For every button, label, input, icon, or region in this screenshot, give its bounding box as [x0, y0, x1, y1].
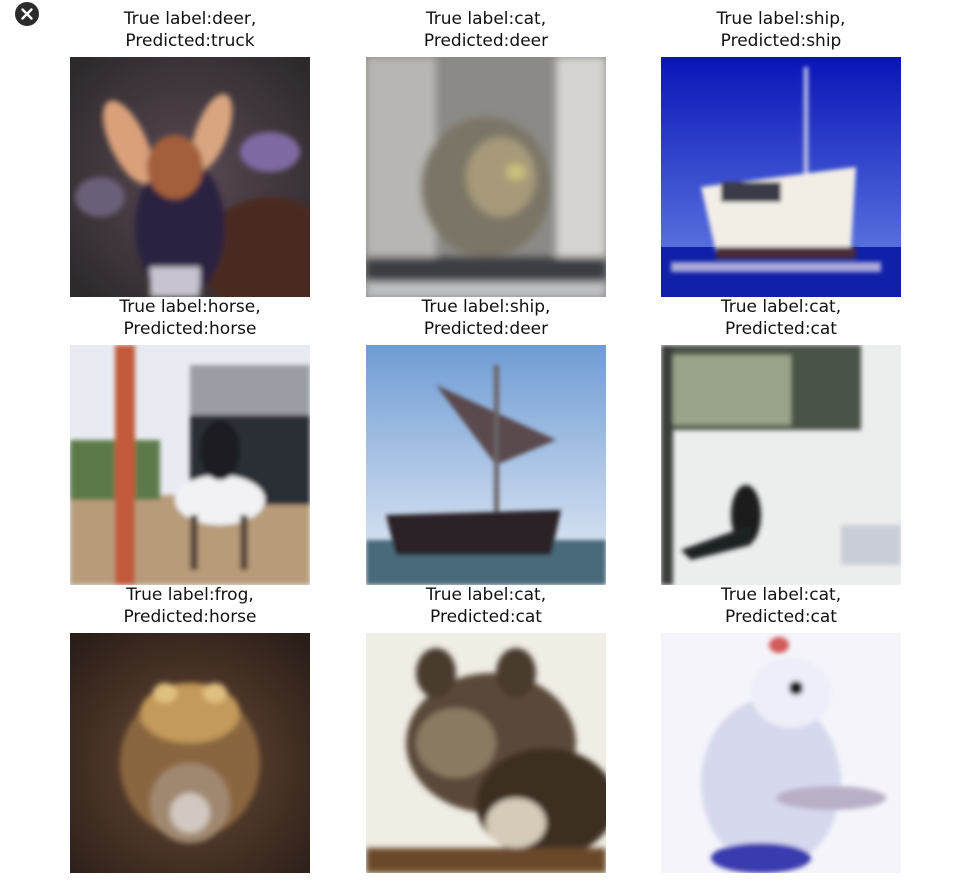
thumbnail-image — [661, 345, 901, 585]
true-label-text: True label:frog, — [126, 585, 254, 605]
image-caption: True label:cat, Predicted:cat — [621, 584, 941, 628]
true-label-text: True label:ship, — [421, 297, 551, 317]
close-circle-icon — [21, 8, 33, 20]
thumbnail-image — [70, 633, 310, 873]
predicted-label-text: Predicted:cat — [430, 607, 542, 627]
image-caption: True label:deer, Predicted:truck — [30, 8, 350, 52]
thumbnail-image — [70, 57, 310, 297]
thumbnail-image — [366, 633, 606, 873]
close-button[interactable] — [15, 2, 39, 26]
predicted-label-text: Predicted:cat — [725, 607, 837, 627]
image-caption: True label:horse, Predicted:horse — [30, 296, 350, 340]
true-label-text: True label:cat, — [720, 297, 842, 317]
thumbnail-image — [366, 345, 606, 585]
thumbnail-image — [70, 345, 310, 585]
image-caption: True label:frog, Predicted:horse — [30, 584, 350, 628]
image-caption: True label:cat, Predicted:cat — [621, 296, 941, 340]
thumbnail-image — [661, 57, 901, 297]
predicted-label-text: Predicted:deer — [423, 31, 549, 51]
true-label-text: True label:ship, — [716, 9, 846, 29]
true-label-text: True label:horse, — [119, 297, 261, 317]
predicted-label-text: Predicted:deer — [423, 319, 549, 339]
thumbnail-image — [366, 57, 606, 297]
predicted-label-text: Predicted:truck — [125, 31, 255, 51]
true-label-text: True label:cat, — [425, 585, 547, 605]
predicted-label-text: Predicted:ship — [720, 31, 842, 51]
image-caption: True label:cat, Predicted:deer — [326, 8, 646, 52]
image-caption: True label:ship, Predicted:ship — [621, 8, 941, 52]
true-label-text: True label:cat, — [720, 585, 842, 605]
true-label-text: True label:deer, — [123, 9, 257, 29]
image-caption: True label:cat, Predicted:cat — [326, 584, 646, 628]
true-label-text: True label:cat, — [425, 9, 547, 29]
thumbnail-image — [661, 633, 901, 873]
image-caption: True label:ship, Predicted:deer — [326, 296, 646, 340]
predicted-label-text: Predicted:horse — [123, 319, 257, 339]
predicted-label-text: Predicted:horse — [123, 607, 257, 627]
predicted-label-text: Predicted:cat — [725, 319, 837, 339]
